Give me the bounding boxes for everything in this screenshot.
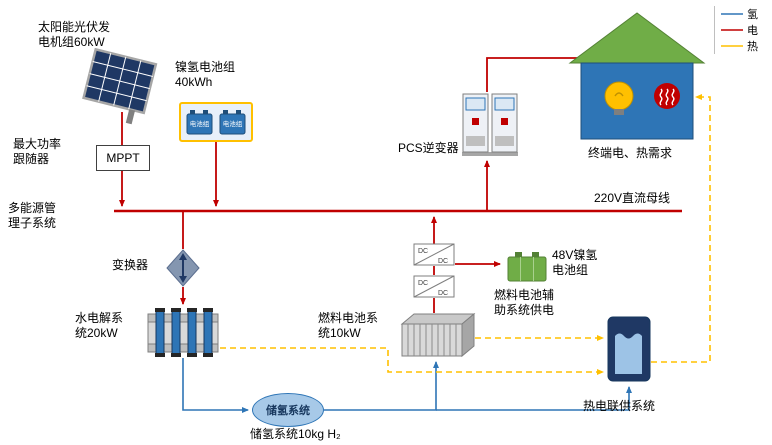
- fuelcell-label: 燃料电池系 统10kW: [318, 311, 378, 341]
- dcdc1-bottom-text: DC: [438, 258, 448, 265]
- mppt-caption: 最大功率 跟随器: [13, 137, 61, 167]
- pipe-storage-to-fuelcell: [324, 361, 439, 411]
- pipe-storage-to-chp: [436, 386, 632, 411]
- fuelcell-label-line2: 统10kW: [318, 326, 361, 340]
- legend-item-hydrogen: 氢: [721, 6, 758, 22]
- converter-icon: [166, 249, 200, 287]
- house-icon: [568, 10, 708, 149]
- nimh-battery-pack-icon: 电池组 电池组: [179, 102, 253, 142]
- legend-item-electric: 电: [721, 22, 758, 38]
- battery-48v-label-line1: 48V镍氢: [552, 248, 598, 262]
- chp-label: 热电联供系统: [583, 399, 656, 413]
- pipe-electrolyzer-to-storage: [182, 358, 249, 413]
- fuelcell-label-line1: 燃料电池系: [318, 311, 379, 325]
- pcs-inverter-icon: [461, 92, 519, 163]
- nimh-label: 镍氢电池组 40kWh: [175, 60, 235, 90]
- nimh-label-line2: 40kWh: [175, 75, 213, 89]
- heat-demand-icon: [654, 83, 680, 109]
- hydrogen-lines: [182, 358, 632, 413]
- legend-label-electric: 电: [747, 25, 758, 37]
- hydrogen-storage-ellipse-label: 储氢系统: [266, 405, 310, 417]
- fuelcell-aux-label: 燃料电池辅 助系统供电: [494, 288, 554, 318]
- solar-label-line1: 太阳能光伏发: [38, 20, 111, 34]
- battery-48v-icon: [506, 251, 548, 288]
- battery-48v-label-line2: 电池组: [552, 263, 589, 277]
- fuelcell-icon: [398, 312, 476, 365]
- battery-cell-text: 电池组: [223, 119, 243, 128]
- fuelcell-aux-label-line1: 燃料电池辅: [494, 288, 555, 302]
- legend-label-hydrogen: 氢: [747, 9, 758, 21]
- nimh-label-line1: 镍氢电池组: [175, 60, 236, 74]
- ems-label: 多能源管 理子系统: [8, 201, 56, 231]
- chp-tank-icon: [607, 316, 651, 387]
- solar-label: 太阳能光伏发 电机组60kW: [38, 20, 110, 50]
- electrolyzer-label-line2: 统20kW: [75, 326, 118, 340]
- heat-chp-to-house: [651, 94, 711, 363]
- house-roof: [568, 12, 706, 64]
- ems-label-line2: 理子系统: [8, 216, 57, 230]
- electrolyzer-label-line1: 水电解系: [75, 311, 124, 325]
- heat-lines: [220, 94, 711, 375]
- battery-cell-icon: 电池组: [219, 109, 246, 134]
- mppt-box-label: MPPT: [106, 151, 140, 165]
- hydrogen-storage-icon: 储氢系统: [252, 393, 324, 427]
- electrolyzer-icon: [146, 306, 220, 363]
- legend-item-heat: 热: [721, 38, 758, 54]
- lightbulb-icon: [604, 81, 634, 115]
- electrolyzer-label: 水电解系 统20kW: [75, 311, 123, 341]
- dcdc1-top-text: DC: [418, 248, 428, 255]
- house-label: 终端电、热需求: [588, 146, 673, 160]
- dc-bus-label: 220V直流母线: [594, 191, 671, 205]
- battery-cell-icon: 电池组: [186, 109, 213, 134]
- mppt-caption-line2: 跟随器: [13, 152, 50, 166]
- hydrogen-storage-caption: 储氢系统10kg H₂: [250, 427, 341, 441]
- mppt-caption-line1: 最大功率: [13, 137, 62, 151]
- legend: 氢 电 热: [714, 6, 758, 54]
- fuelcell-aux-label-line2: 助系统供电: [494, 303, 555, 317]
- solar-panel-icon: [75, 47, 165, 133]
- legend-label-heat: 热: [747, 41, 758, 53]
- heat-electrolyzer-to-chp: [220, 347, 604, 375]
- dcdc-converter-2-icon: DC DC: [413, 275, 455, 303]
- dcdc2-top-text: DC: [418, 280, 428, 287]
- solar-label-line2: 电机组60kW: [38, 35, 105, 49]
- ems-label-line1: 多能源管: [8, 201, 57, 215]
- mppt-box: MPPT: [96, 145, 150, 171]
- pcs-label: PCS逆变器: [398, 141, 459, 155]
- dcdc2-bottom-text: DC: [438, 290, 448, 297]
- battery-cell-text: 电池组: [190, 119, 210, 128]
- battery-48v-label: 48V镍氢 电池组: [552, 248, 597, 278]
- converter-label: 变换器: [112, 258, 149, 272]
- dcdc-converter-1-icon: DC DC: [413, 243, 455, 271]
